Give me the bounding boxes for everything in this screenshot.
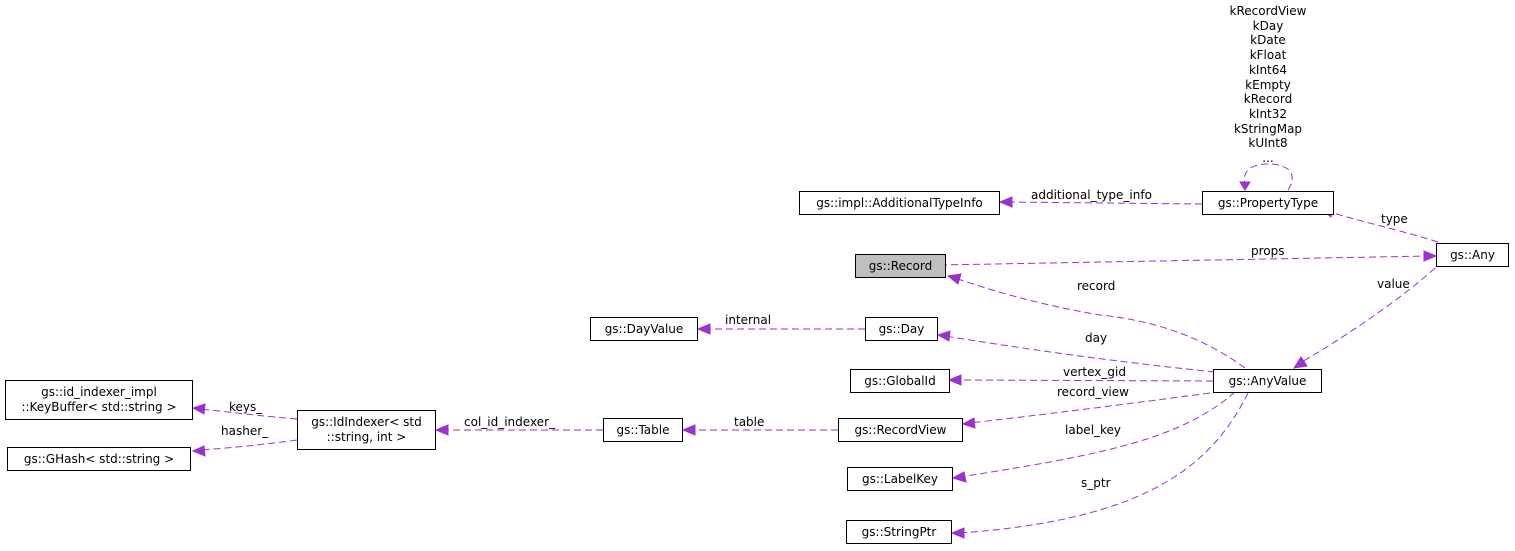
node-table[interactable]: gs::Table	[603, 418, 683, 442]
edge-type	[1329, 211, 1439, 243]
edge-label-additional-type-info: additional_type_info	[1031, 188, 1152, 202]
edge-vertex-gid	[955, 379, 1214, 382]
arrowhead-additional-type-info	[998, 196, 1013, 208]
edge-label-vertex-gid: vertex_gid	[1063, 365, 1126, 379]
node-label: gs::AnyValue	[1228, 373, 1307, 388]
edge-label-record: record	[1077, 279, 1116, 293]
arrowhead-record-view	[961, 417, 976, 429]
property-type-enum-values: kRecordView kDay kDate kFloat kInt64 kEm…	[1218, 4, 1318, 166]
edge-label-value: value	[1377, 277, 1410, 291]
node-label-line-2: ::string, int >	[326, 430, 407, 444]
enum-value: ...	[1262, 151, 1274, 166]
edge-record	[954, 277, 1246, 369]
node-any-value[interactable]: gs::AnyValue	[1213, 369, 1322, 393]
arrowhead-col-id-indexer	[434, 424, 449, 436]
node-key-buffer[interactable]: gs::id_indexer_impl ::KeyBuffer< std::st…	[5, 380, 193, 420]
enum-value: kFloat	[1249, 48, 1287, 63]
node-any[interactable]: gs::Any	[1436, 243, 1509, 267]
edge-label-col-id-indexer: col_id_indexer_	[464, 415, 556, 429]
node-label: gs::LabelKey	[861, 471, 939, 486]
node-label: gs::Record	[868, 258, 933, 273]
arrowhead-record	[946, 273, 962, 285]
arrowhead-s-ptr	[950, 527, 965, 539]
edge-label-internal: internal	[725, 313, 772, 327]
edge-label-label-key: label_key	[1065, 423, 1122, 437]
edge-label-props: props	[1251, 244, 1285, 258]
arrowhead-hasher	[191, 445, 206, 457]
node-label: gs::StringPtr	[861, 524, 937, 539]
edge-label-table: table	[734, 415, 765, 429]
arrowhead-day	[936, 330, 951, 342]
edge-label-type: type	[1381, 212, 1408, 226]
node-property-type[interactable]: gs::PropertyType	[1202, 191, 1334, 215]
edge-property-type-self	[1243, 163, 1293, 191]
edge-label-key	[959, 391, 1236, 478]
enum-value: kInt32	[1248, 106, 1288, 121]
node-label: gs::RecordView	[854, 422, 947, 437]
node-day-value[interactable]: gs::DayValue	[590, 317, 698, 341]
arrowhead-keys	[191, 403, 206, 415]
node-global-id[interactable]: gs::GlobalId	[850, 369, 950, 393]
enum-value: kStringMap	[1233, 121, 1303, 136]
enum-value: kDay	[1252, 18, 1284, 33]
node-label-line-2: ::KeyBuffer< std::string >	[21, 400, 177, 414]
node-label: gs::Day	[878, 321, 925, 336]
edge-label-hasher: hasher_	[221, 424, 269, 438]
edge-day	[944, 335, 1216, 373]
arrowhead-vertex-gid	[947, 374, 962, 386]
arrowhead-props	[1423, 250, 1438, 262]
edge-additional-type-info	[1005, 201, 1203, 205]
edge-s-ptr	[959, 392, 1249, 534]
node-record[interactable]: gs::Record	[855, 254, 946, 278]
enum-value: kRecord	[1243, 92, 1293, 107]
node-label-line-1: gs::IdIndexer< std	[311, 415, 422, 429]
enum-value: kInt64	[1248, 62, 1288, 77]
arrowhead-table	[681, 424, 696, 436]
arrowhead-value	[1292, 356, 1308, 369]
node-string-ptr[interactable]: gs::StringPtr	[846, 520, 952, 544]
node-label: gs::DayValue	[604, 321, 684, 336]
node-label-line-1: gs::id_indexer_impl	[41, 385, 157, 399]
edge-label-record-view: record_view	[1057, 385, 1129, 399]
edge-hasher	[199, 439, 298, 451]
edge-value	[1299, 267, 1436, 364]
node-label-key[interactable]: gs::LabelKey	[847, 467, 953, 491]
edge-keys	[199, 408, 298, 420]
node-label: gs::Table	[616, 422, 670, 437]
node-label: gs::PropertyType	[1217, 195, 1319, 210]
node-id-indexer[interactable]: gs::IdIndexer< std ::string, int >	[297, 410, 436, 450]
edge-label-day: day	[1085, 331, 1108, 345]
enum-value: kUInt8	[1248, 136, 1288, 151]
node-day[interactable]: gs::Day	[865, 317, 938, 341]
enum-value: kEmpty	[1245, 77, 1291, 92]
node-label: gs::GlobalId	[864, 373, 936, 388]
edge-label-s-ptr: s_ptr	[1081, 476, 1111, 490]
arrowhead-property-type-self	[1239, 181, 1251, 191]
edge-record-view	[969, 392, 1211, 424]
node-label: gs::GHash< std::string >	[23, 451, 175, 466]
node-additional-type-info[interactable]: gs::impl::AdditionalTypeInfo	[799, 191, 1000, 215]
node-label: gs::impl::AdditionalTypeInfo	[816, 195, 983, 210]
node-label: gs::Any	[1450, 247, 1495, 262]
node-record-view[interactable]: gs::RecordView	[838, 418, 963, 442]
enum-value: kDate	[1250, 33, 1286, 48]
edge-label-keys: keys_	[229, 400, 263, 414]
edge-props	[939, 255, 1431, 266]
node-ghash[interactable]: gs::GHash< std::string >	[7, 447, 191, 471]
arrowhead-internal	[696, 323, 711, 335]
arrowhead-label-key	[951, 471, 967, 483]
enum-value: kRecordView	[1229, 4, 1307, 18]
